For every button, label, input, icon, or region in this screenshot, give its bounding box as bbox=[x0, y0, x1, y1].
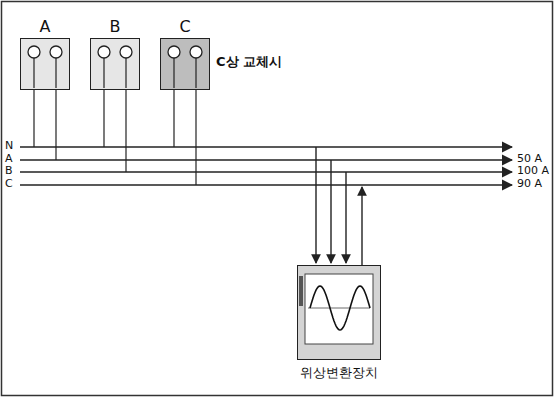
device-wires bbox=[316, 147, 362, 265]
meter-box: A bbox=[20, 38, 70, 90]
node-heading: 위상변환장치 bbox=[268, 364, 410, 382]
line-name: C bbox=[5, 178, 13, 190]
meter-face bbox=[21, 39, 68, 88]
line-name: A bbox=[5, 153, 13, 165]
note-text: C상 교체시 bbox=[216, 55, 282, 69]
current-value: 50 A bbox=[517, 153, 542, 165]
phase-converter-box: 위상변환장치 bbox=[297, 265, 381, 360]
current-value: 100 A bbox=[517, 165, 549, 177]
node-heading: A bbox=[0, 17, 99, 36]
meter-box: B bbox=[90, 38, 140, 90]
bus-lines bbox=[20, 147, 512, 185]
node-heading: B bbox=[61, 17, 169, 36]
meter-face bbox=[91, 39, 138, 88]
meter-box: C bbox=[160, 38, 210, 90]
node-heading: C bbox=[131, 17, 239, 36]
device-screen bbox=[298, 266, 379, 358]
current-value: 90 A bbox=[517, 178, 542, 190]
line-name: N bbox=[5, 140, 13, 152]
line-name: B bbox=[5, 165, 13, 177]
meter-face bbox=[161, 39, 208, 88]
